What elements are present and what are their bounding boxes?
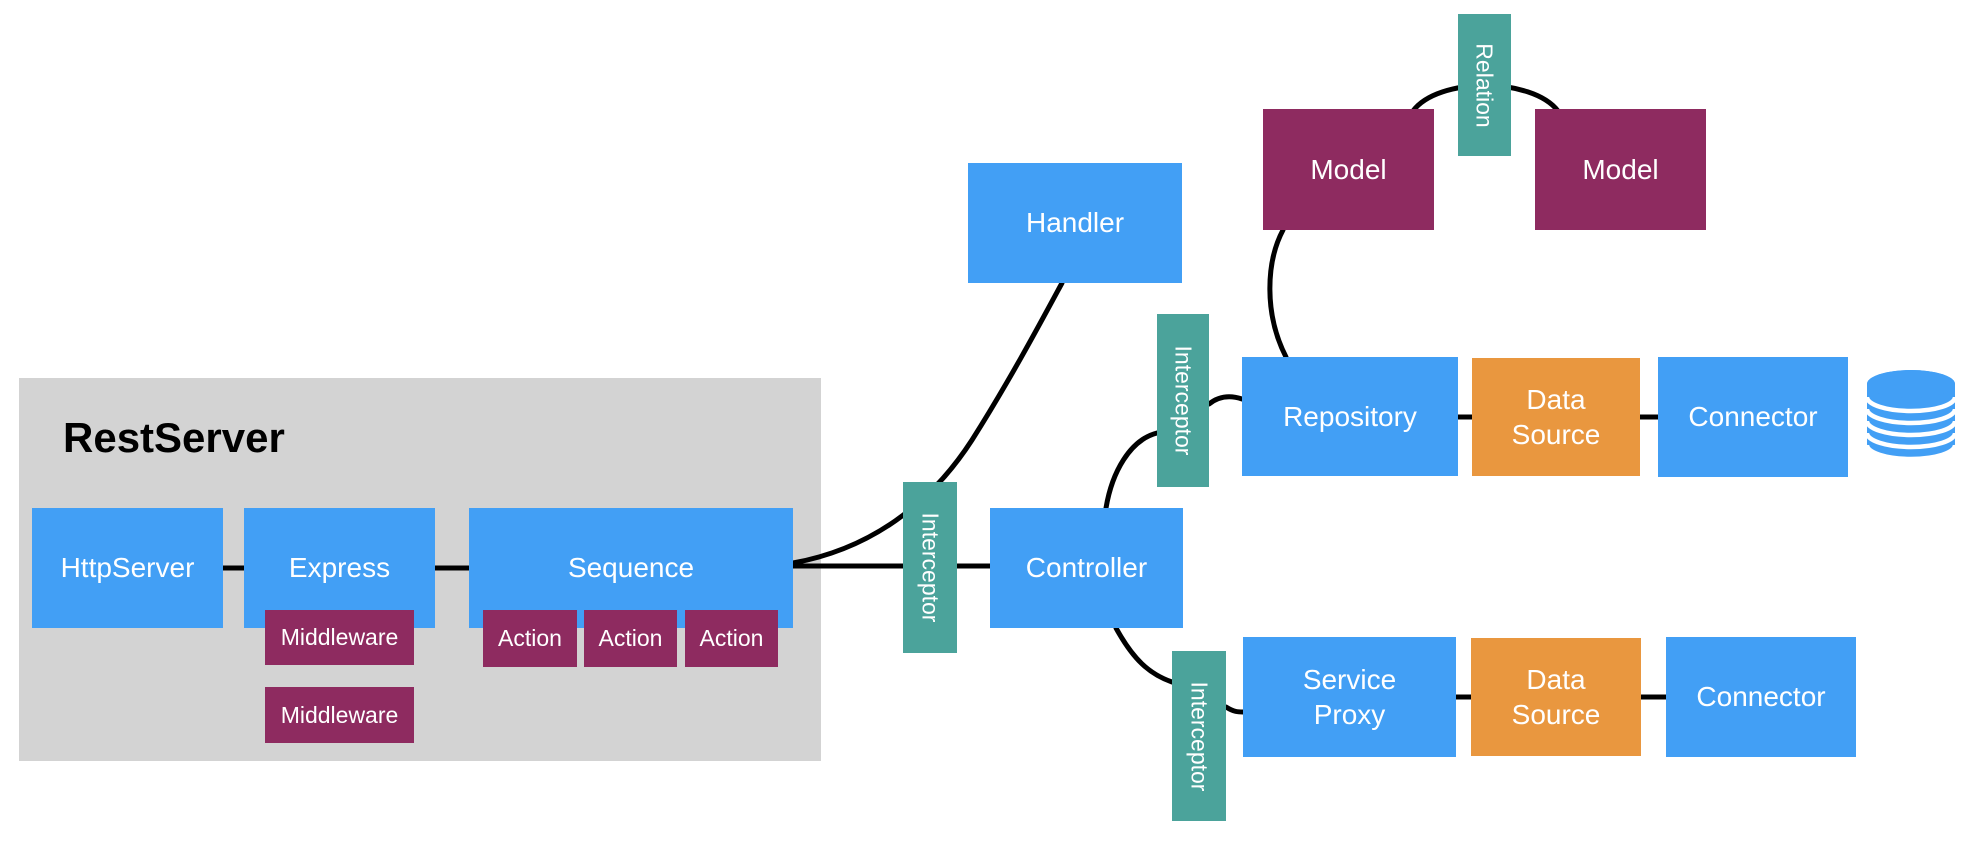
node-handler-label: Handler (1025, 207, 1125, 238)
node-connector-1-label: Connector (1688, 401, 1818, 432)
node-relation: Relation (1458, 14, 1511, 156)
node-connector-2-label: Connector (1696, 681, 1826, 712)
database-icon (1864, 370, 1958, 462)
node-sequence-label: Sequence (567, 552, 695, 583)
node-interceptor-3-label: Interceptor (1186, 681, 1213, 791)
node-interceptor-2-label: Interceptor (1170, 345, 1197, 456)
node-datasource-2: Data Source (1471, 638, 1641, 756)
node-action-1: Action (483, 610, 577, 667)
node-relation-label: Relation (1472, 42, 1499, 128)
node-middleware-2: Middleware (265, 687, 414, 743)
node-repository-label: Repository (1283, 400, 1417, 432)
node-connector-1: Connector (1658, 357, 1848, 477)
edge-controller-interceptor2 (1103, 430, 1160, 511)
node-datasource-1-label: Data Source (1511, 384, 1601, 450)
node-middleware-2-label: Middleware (280, 701, 399, 728)
edge-sequence-handler (790, 280, 1065, 566)
node-sequence: Sequence (469, 508, 793, 628)
node-repository: Repository (1242, 357, 1458, 476)
restserver-title: RestServer (63, 414, 285, 461)
node-middleware-1: Middleware (265, 610, 414, 665)
node-model-2-label: Model (1582, 153, 1659, 185)
node-action-2: Action (584, 610, 677, 667)
edge-interceptor3-serviceproxy (1223, 704, 1246, 715)
node-interceptor-2: Interceptor (1157, 314, 1209, 487)
node-model-1: Model (1263, 109, 1434, 230)
node-action-2-label: Action (598, 625, 663, 651)
edge-model-repository (1267, 227, 1289, 360)
node-interceptor-1-label: Interceptor (917, 512, 944, 623)
node-action-3: Action (685, 610, 778, 667)
node-service-proxy-label: Service Proxy (1302, 664, 1397, 730)
node-controller: Controller (990, 508, 1183, 628)
node-model-2: Model (1535, 109, 1706, 230)
node-datasource-1: Data Source (1472, 358, 1640, 476)
edge-interceptor2-repository (1206, 394, 1245, 407)
node-httpserver-label: HttpServer (60, 552, 195, 583)
node-datasource-2-label: Data Source (1511, 664, 1601, 730)
node-express: Express (244, 508, 435, 628)
edge-controller-interceptor3 (1113, 625, 1175, 685)
node-httpserver: HttpServer (32, 508, 223, 628)
node-model-1-label: Model (1310, 153, 1387, 185)
node-handler: Handler (968, 163, 1182, 283)
node-action-3-label: Action (699, 625, 764, 651)
node-middleware-1-label: Middleware (280, 624, 399, 650)
node-service-proxy: Service Proxy (1243, 637, 1456, 757)
node-express-label: Express (288, 552, 391, 583)
node-interceptor-1: Interceptor (903, 482, 957, 653)
node-action-1-label: Action (498, 625, 562, 651)
node-controller-label: Controller (1025, 552, 1148, 583)
node-connector-2: Connector (1666, 637, 1856, 757)
node-interceptor-3: Interceptor (1172, 651, 1226, 821)
